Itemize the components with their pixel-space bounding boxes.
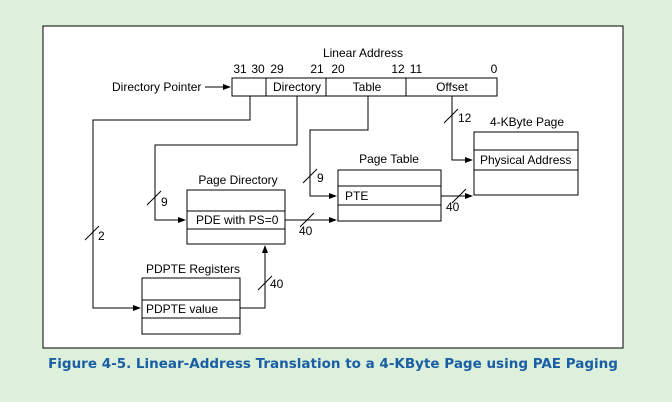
pdpte-index-path: [92, 96, 251, 309]
bit-label-0: 0: [491, 62, 498, 76]
page-directory-table: [186, 189, 286, 245]
physical-address-entry: Physical Address: [480, 153, 571, 167]
bus-width-directory-index: 9: [161, 195, 168, 209]
pdpte-to-directory-path: [240, 252, 266, 309]
bus-slash: [302, 168, 318, 184]
bus-slash: [299, 212, 315, 228]
arrowhead: [133, 305, 141, 311]
arrowhead: [329, 193, 337, 199]
bit-label-20: 20: [331, 62, 345, 76]
bus-slash: [451, 188, 467, 204]
bit-label-12: 12: [391, 62, 405, 76]
linear-address-bar: [231, 77, 498, 97]
bus-width-offset: 12: [458, 111, 472, 125]
figure-caption: Figure 4-5. Linear-Address Translation t…: [48, 356, 618, 372]
bit-label-29: 29: [270, 62, 284, 76]
bus-width-pdpte-index: 2: [98, 229, 105, 243]
bit-label-31: 31: [233, 62, 247, 76]
bus-slash: [443, 108, 459, 124]
directory-pointer-label: Directory Pointer: [112, 80, 201, 94]
arrowhead: [178, 217, 186, 223]
offset-path: [451, 96, 466, 161]
bus-slash: [257, 275, 273, 291]
pdpte-entry: PDPTE value: [146, 302, 218, 316]
page-table-4kb: [473, 131, 579, 196]
bus-width-pd-to-pt: 40: [299, 224, 313, 238]
linear-address-title: Linear Address: [323, 46, 403, 60]
field-directory: Directory: [273, 80, 321, 94]
page-title: 4-KByte Page: [490, 115, 564, 129]
arrowhead: [329, 217, 337, 223]
arrowhead: [465, 157, 473, 163]
bus-width-pdpte-to-pd: 40: [270, 277, 284, 291]
arrowhead: [465, 193, 473, 199]
bus-slash: [84, 225, 100, 241]
directory-index-path: [154, 96, 298, 221]
field-table: Table: [353, 80, 382, 94]
bus-width-table-index: 9: [317, 171, 324, 185]
bit-label-21: 21: [310, 62, 324, 76]
pdpte-table: [141, 277, 241, 335]
bit-label-11: 11: [410, 62, 423, 76]
arrowhead: [262, 245, 268, 253]
arrowhead: [223, 84, 231, 90]
field-offset: Offset: [436, 80, 468, 94]
page-table-title: Page Table: [359, 152, 419, 166]
page-table-table: [337, 169, 442, 222]
table-index-path: [309, 96, 369, 197]
bus-slash: [146, 190, 162, 206]
pde-entry: PDE with PS=0: [196, 213, 279, 227]
bus-width-pt-to-page: 40: [446, 200, 460, 214]
bit-label-30: 30: [251, 62, 265, 76]
pte-entry: PTE: [345, 189, 368, 203]
page-directory-title: Page Directory: [198, 173, 277, 187]
pdpte-title: PDPTE Registers: [146, 262, 240, 276]
